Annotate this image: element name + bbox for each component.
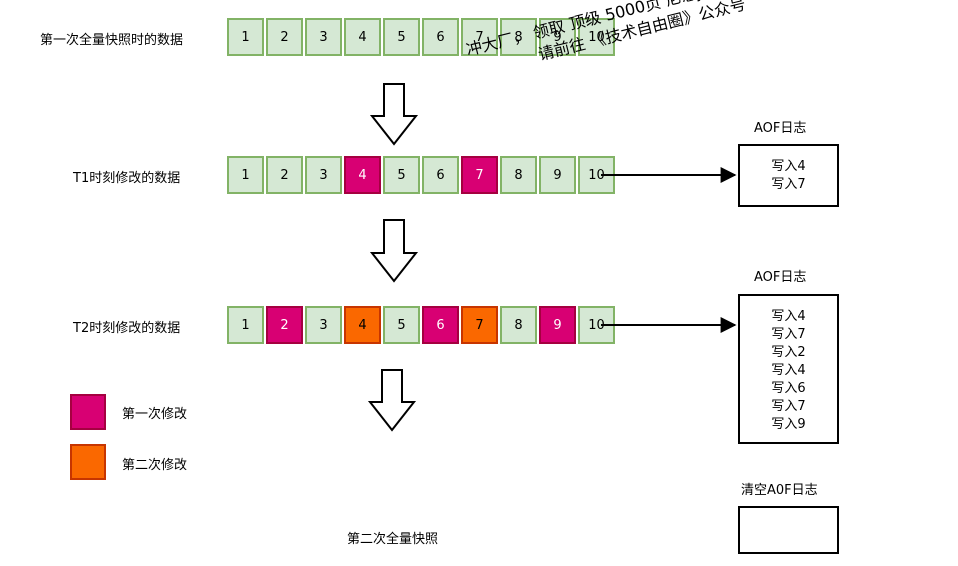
- row-label-snapshot1: 第一次全量快照时的数据: [40, 33, 184, 48]
- aof-line: 写入9: [771, 417, 806, 432]
- data-row-t1: 1 2 3 4 5 6 7 8 9 10: [227, 156, 615, 194]
- data-cell-first-mod: 7: [461, 156, 498, 194]
- data-cell: 9: [539, 18, 576, 56]
- down-arrow-icon: [369, 219, 419, 283]
- data-cell-first-mod: 2: [266, 306, 303, 344]
- data-cell: 5: [383, 18, 420, 56]
- aof-line: 写入4: [771, 159, 806, 174]
- legend-swatch-first: [70, 394, 106, 430]
- legend-label-first: 第一次修改: [122, 407, 188, 422]
- data-cell-second-mod: 4: [344, 306, 381, 344]
- data-cell: 10: [578, 306, 615, 344]
- data-cell-second-mod: 7: [461, 306, 498, 344]
- data-row-t2: 1 2 3 4 5 6 7 8 9 10: [227, 306, 615, 344]
- data-cell: 6: [422, 18, 459, 56]
- aof-line: 写入4: [771, 363, 806, 378]
- data-cell: 8: [500, 306, 537, 344]
- aof3-title: 清空A0F日志: [741, 483, 818, 498]
- data-cell-first-mod: 4: [344, 156, 381, 194]
- aof3-box: [738, 506, 839, 554]
- aof2-box: 写入4 写入7 写入2 写入4 写入6 写入7 写入9: [738, 294, 839, 444]
- data-cell: 1: [227, 306, 264, 344]
- legend-label-second: 第二次修改: [122, 458, 188, 473]
- data-cell-first-mod: 9: [539, 306, 576, 344]
- aof-line: 写入2: [771, 345, 806, 360]
- aof2-title: AOF日志: [754, 270, 807, 285]
- aof-line: 写入7: [771, 177, 806, 192]
- down-arrow-icon: [367, 369, 417, 432]
- row-label-t2: T2时刻修改的数据: [73, 321, 181, 336]
- aof-line: 写入6: [771, 381, 806, 396]
- data-cell-first-mod: 6: [422, 306, 459, 344]
- aof1-box: 写入4 写入7: [738, 144, 839, 207]
- down-arrow-icon: [369, 83, 419, 146]
- data-cell: 5: [383, 156, 420, 194]
- legend-swatch-second: [70, 444, 106, 480]
- data-cell: 8: [500, 156, 537, 194]
- data-cell: 2: [266, 156, 303, 194]
- data-cell: 3: [305, 156, 342, 194]
- data-cell: 3: [305, 306, 342, 344]
- aof-line: 写入7: [771, 399, 806, 414]
- data-cell: 1: [227, 18, 264, 56]
- data-cell: 2: [266, 18, 303, 56]
- data-cell: 7: [461, 18, 498, 56]
- data-cell: 9: [539, 156, 576, 194]
- data-cell: 4: [344, 18, 381, 56]
- data-cell: 6: [422, 156, 459, 194]
- final-snapshot-label: 第二次全量快照: [347, 532, 439, 547]
- data-cell: 3: [305, 18, 342, 56]
- data-row-snapshot1: 1 2 3 4 5 6 7 8 9 10: [227, 18, 615, 56]
- aof1-title: AOF日志: [754, 121, 807, 136]
- aof-line: 写入7: [771, 327, 806, 342]
- data-cell: 1: [227, 156, 264, 194]
- data-cell: 5: [383, 306, 420, 344]
- row-label-t1: T1时刻修改的数据: [73, 171, 181, 186]
- data-cell: 8: [500, 18, 537, 56]
- aof-line: 写入4: [771, 309, 806, 324]
- data-cell: 10: [578, 18, 615, 56]
